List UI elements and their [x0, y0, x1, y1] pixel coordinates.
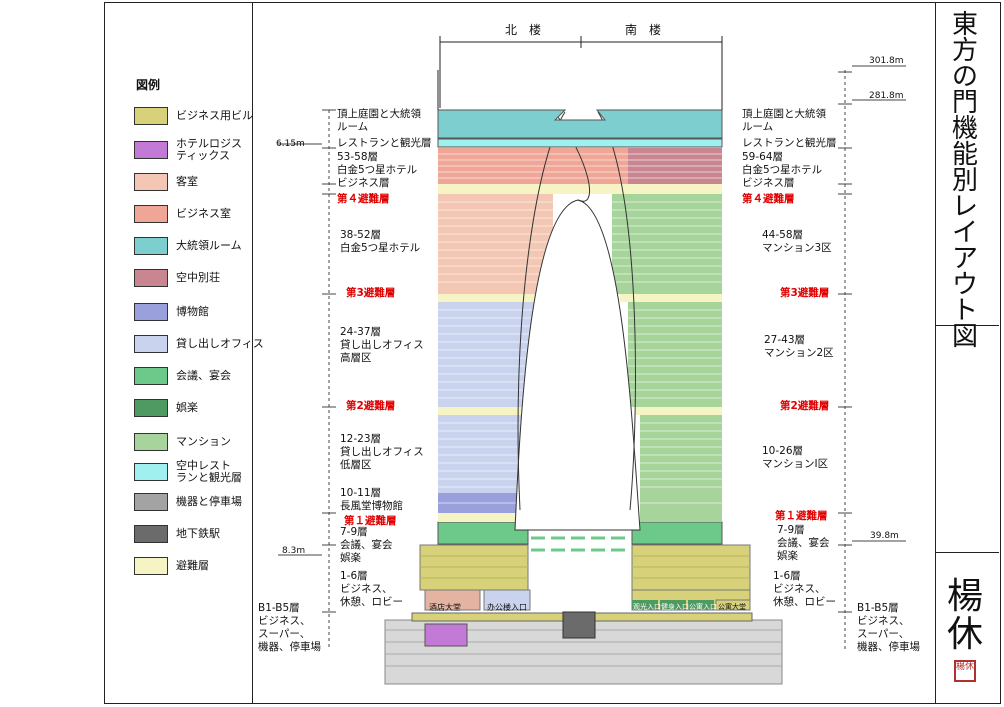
left-office-high-label: 24-37層 貸し出しオフィス 高層区	[340, 326, 424, 364]
legend-item: 地下鉄駅	[134, 524, 220, 544]
legend-item: 会議、宴会	[134, 366, 231, 386]
legend-label: ホテルロジス ティックス	[176, 137, 242, 162]
legend-item: 避難層	[134, 556, 209, 576]
office-entry-label: 办公楼入口	[487, 603, 527, 612]
legend-label: 貸し出しオフィス	[176, 337, 264, 350]
legend-label: ビジネス室	[176, 207, 231, 220]
sightseeing-entry-label: 观光入口	[633, 603, 661, 611]
legend-swatch	[134, 269, 168, 287]
right-refuge1-label: 第１避難層	[775, 510, 828, 522]
legend-item: ビジネス用ビル	[134, 106, 253, 126]
left-refuge3-label: 第3避難層	[346, 287, 396, 299]
legend-swatch	[134, 237, 168, 255]
legend-item: 空中別荘	[134, 268, 220, 288]
legend-swatch	[134, 557, 168, 575]
hotel-hall-label: 酒店大堂	[429, 603, 461, 612]
right-conf-label: 7-9層 会議、宴会 娯楽	[777, 524, 830, 562]
apartment-entry-label: 公寓入口	[689, 603, 717, 611]
legend-label: 空中別荘	[176, 271, 220, 284]
north-tower-label: 北 楼	[505, 23, 542, 37]
right-top-label: 頂上庭園と大統領 ルーム	[742, 108, 826, 133]
legend-title: 図例	[136, 78, 161, 92]
legend-item: マンション	[134, 432, 231, 452]
building-section-drawing	[278, 36, 906, 685]
legend-swatch	[134, 107, 168, 125]
right-mansion2-label: 27-43層 マンション2区	[764, 334, 834, 359]
legend-swatch	[134, 367, 168, 385]
legend-swatch	[134, 433, 168, 451]
left-refuge4-label: 第４避難層	[337, 193, 390, 205]
legend-label: ビジネス用ビル	[176, 109, 253, 122]
height-301: 301.8m	[869, 56, 904, 66]
left-top-label: 頂上庭園と大統領 ルーム	[337, 108, 421, 133]
legend-item: 客室	[134, 172, 198, 192]
left-restaurant-label: レストランと観光層	[337, 137, 432, 149]
legend-label: 避難層	[176, 559, 209, 572]
legend-item: 娯楽	[134, 398, 198, 418]
left-refuge1-label: 第１避難層	[344, 515, 397, 527]
legend-swatch	[134, 303, 168, 321]
right-refuge3-label: 第3避難層	[780, 287, 830, 299]
right-restaurant-label: レストランと観光層	[742, 137, 837, 149]
diagram-title: 東方の門機能別レイアウト図	[951, 10, 978, 352]
legend-item: 博物館	[134, 302, 209, 322]
left-museum-label: 10-11層 長風堂博物館	[340, 487, 403, 512]
legend-swatch	[134, 173, 168, 191]
legend-item: ビジネス室	[134, 204, 231, 224]
height-8: 8.3m	[282, 546, 306, 556]
left-conf-label: 7-9層 会議、宴会 娯楽	[340, 526, 393, 564]
seal-stamp: 楊休	[954, 660, 976, 682]
south-tower-label: 南 楼	[625, 23, 662, 37]
legend-label: 博物館	[176, 305, 209, 318]
right-mansion1-label: 10-26層 マンションⅠ区	[762, 445, 829, 470]
legend-item: 貸し出しオフィス	[134, 334, 264, 354]
left-refuge2-label: 第2避難層	[346, 400, 396, 412]
left-office-low-label: 12-23層 貸し出しオフィス 低層区	[340, 433, 424, 471]
drawing-frame	[104, 2, 1001, 704]
legend-label: 地下鉄駅	[176, 527, 220, 540]
legend-item: ホテルロジス ティックス	[134, 137, 242, 162]
left-basement-label: B1-B5層 ビジネス、 スーパー、 機器、停車場	[258, 602, 321, 653]
right-mansion3-label: 44-58層 マンション3区	[762, 229, 832, 254]
signature-top-line	[935, 552, 999, 553]
height-6: 6.15m	[276, 139, 305, 149]
legend-swatch	[134, 399, 168, 417]
legend-item: 空中レスト ランと観光層	[134, 459, 242, 484]
legend-label: 娯楽	[176, 401, 198, 414]
height-281: 281.8m	[869, 91, 904, 101]
left-business-label: 1-6層 ビジネス、 休憩、ロビー	[340, 570, 403, 608]
legend-swatch	[134, 525, 168, 543]
legend-label: 会議、宴会	[176, 369, 231, 382]
legend-label: 客室	[176, 175, 198, 188]
legend-label: マンション	[176, 435, 231, 448]
legend-divider	[252, 2, 253, 704]
right-refuge4-label: 第４避難層	[742, 193, 795, 205]
left-hotel-upper-label: 53-58層 白金5つ星ホテル ビジネス層	[337, 151, 418, 189]
legend-label: 空中レスト ランと観光層	[176, 459, 242, 484]
legend-swatch	[134, 205, 168, 223]
right-hotel-label: 59-64層 白金5つ星ホテル ビジネス層	[742, 151, 823, 189]
apartment-hall-label: 公寓大堂	[718, 603, 746, 611]
signature: 楊休	[946, 576, 983, 655]
fitness-entry-label: 健身入口	[661, 603, 689, 611]
legend-swatch	[134, 335, 168, 353]
legend-swatch	[134, 463, 168, 481]
title-divider	[935, 2, 936, 704]
left-hotel-lower-label: 38-52層 白金5つ星ホテル	[340, 229, 421, 254]
right-basement-label: B1-B5層 ビジネス、 スーパー、 機器、停車場	[857, 602, 920, 653]
height-39: 39.8m	[870, 531, 899, 541]
title-bottom-line	[935, 325, 999, 326]
legend-swatch	[134, 493, 168, 511]
legend-label: 機器と停車場	[176, 495, 242, 508]
right-refuge2-label: 第2避難層	[780, 400, 830, 412]
legend-item: 機器と停車場	[134, 492, 242, 512]
legend-item: 大統領ルーム	[134, 236, 242, 256]
legend-swatch	[134, 141, 168, 159]
right-business-label: 1-6層 ビジネス、 休憩、ロビー	[773, 570, 836, 608]
subway-station	[562, 611, 596, 639]
legend-label: 大統領ルーム	[176, 239, 242, 252]
